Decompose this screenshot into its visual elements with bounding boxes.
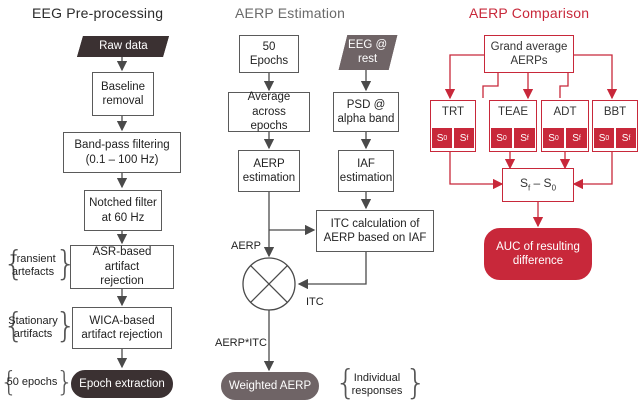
epochs-bracket-right: } [56, 365, 74, 398]
epochs-count-label: 50 epochs [6, 376, 58, 389]
raw-data-label: Raw data [98, 40, 148, 53]
average-epochs-step: Average across epochs [228, 91, 310, 132]
weighted-aerp-output: Weighted AERP [221, 372, 319, 400]
eeg-rest-input: EEG @ rest [338, 35, 398, 70]
wica-rejection-step: WICA-based artifact rejection [72, 307, 172, 349]
notch-filter-step: Notched filter at 60 Hz [84, 190, 162, 231]
aerp-itc-edge-label: AERP*ITC [215, 337, 267, 349]
preprocessing-title: EEG Pre-processing [32, 5, 164, 21]
auc-output: AUC of resulting difference [484, 228, 592, 280]
aerp-edge-label: AERP [231, 240, 261, 252]
baseline-removal-step: Baseline removal [92, 72, 154, 116]
stationary-artifacts-label: Stationary artifacts [8, 314, 58, 340]
grand-average-box: Grand average AERPs [484, 35, 574, 73]
individual-responses-label: Individual responses [351, 371, 403, 397]
difference-label: Sf – S0 [519, 176, 557, 193]
iaf-estimation-step: IAF estimation [338, 150, 394, 192]
psd-alpha-step: PSD @ alpha band [333, 92, 399, 132]
bandpass-filter-step: Band-pass filtering (0.1 – 100 Hz) [63, 132, 181, 173]
difference-box: Sf – S0 [502, 168, 574, 202]
itc-edge-label: ITC [306, 296, 324, 308]
transient-bracket-left: { [3, 244, 25, 284]
transient-bracket-right: } [55, 244, 77, 284]
transient-artefacts-label: Transient artefacts [10, 252, 56, 278]
condition-label: TRT [441, 106, 465, 118]
condition-label: TEAE [497, 106, 529, 118]
stationary-bracket-right: } [55, 306, 77, 346]
epochs-input: 50 Epochs [239, 35, 299, 73]
condition-label: BBT [603, 106, 627, 118]
eeg-rest-label: EEG @ rest [348, 39, 388, 66]
condition-label: ADT [553, 106, 577, 118]
individual-bracket-right: } [405, 363, 427, 403]
raw-data-input: Raw data [76, 36, 170, 57]
comparison-title: AERP Comparison [469, 5, 590, 21]
itc-calculation-step: ITC calculation of AERP based on IAF [316, 210, 434, 252]
epoch-extraction-step: Epoch extraction [71, 370, 173, 398]
stationary-bracket-left: { [3, 306, 25, 346]
asr-rejection-step: ASR-based artifact rejection [70, 245, 174, 289]
epochs-bracket-left: { [0, 365, 18, 398]
individual-bracket-left: { [335, 363, 357, 403]
aerp-estimation-step: AERP estimation [238, 150, 300, 192]
estimation-title: AERP Estimation [235, 5, 346, 21]
